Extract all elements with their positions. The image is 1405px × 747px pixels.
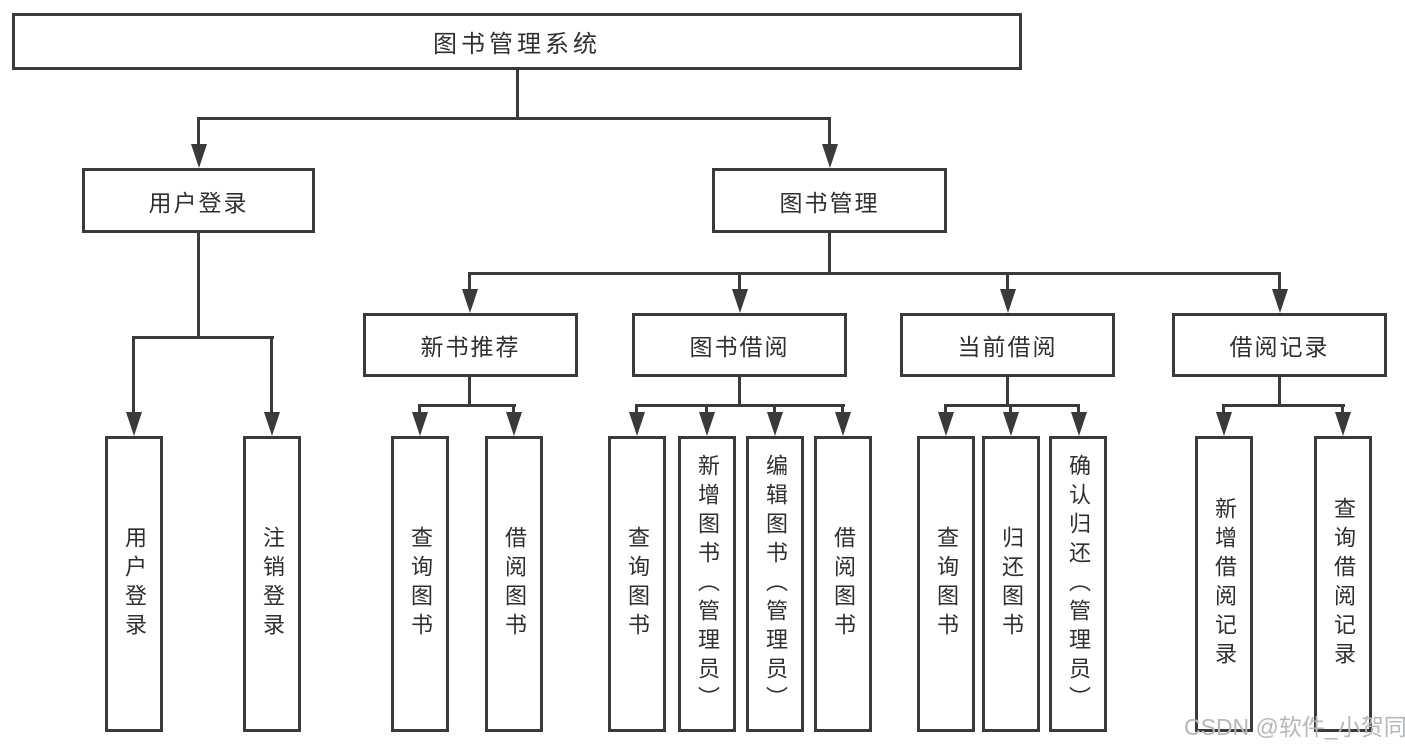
connector-drop	[773, 404, 776, 414]
connector-drop	[841, 404, 844, 414]
leaf-return-book: 归还图书	[982, 436, 1040, 732]
node-system-root: 图书管理系统	[12, 13, 1022, 70]
connector-rail	[132, 336, 274, 339]
connector-arrowhead	[1216, 412, 1232, 436]
connector-drop	[418, 404, 421, 414]
node-book-borrowing: 图书借阅	[632, 313, 847, 377]
connector-drop	[705, 404, 708, 414]
leaf-query-books-current: 查询图书	[917, 436, 975, 732]
leaf-query-borrow-record: 查询借阅记录	[1314, 436, 1372, 732]
connector-arrowhead	[412, 412, 428, 436]
connector-stem	[468, 377, 471, 407]
node-current-borrowing: 当前借阅	[900, 313, 1115, 377]
connector-drop	[1222, 404, 1225, 414]
leaf-user-login: 用户登录	[105, 436, 163, 732]
connector-drop	[1006, 272, 1009, 290]
connector-rail	[468, 272, 1280, 275]
leaf-edit-book-admin: 编辑图书（管理员）	[746, 436, 804, 732]
connector-arrowhead	[835, 412, 851, 436]
node-new-book-recommend: 新书推荐	[363, 313, 578, 377]
connector-arrowhead	[767, 412, 783, 436]
connector-arrowhead	[191, 144, 207, 168]
connector-arrowhead	[1071, 412, 1087, 436]
node-book-management: 图书管理	[712, 168, 947, 233]
leaf-borrow-books-recommend: 借阅图书	[485, 436, 543, 732]
connector-drop	[1341, 404, 1344, 414]
connector-rail	[944, 404, 1080, 407]
connector-drop	[1077, 404, 1080, 414]
connector-arrowhead	[732, 289, 748, 313]
connector-arrowhead	[699, 412, 715, 436]
watermark: CSDN @软件_小贺同学	[1184, 714, 1405, 740]
connector-drop	[944, 404, 947, 414]
node-user-login: 用户登录	[82, 168, 315, 233]
connector-arrowhead	[462, 289, 478, 313]
connector-arrowhead	[264, 412, 280, 436]
connector-arrowhead	[822, 144, 838, 168]
connector-stem	[738, 377, 741, 407]
leaf-add-borrow-record: 新增借阅记录	[1195, 436, 1253, 732]
connector-arrowhead	[629, 412, 645, 436]
connector-arrowhead	[1272, 289, 1288, 313]
connector-arrowhead	[506, 412, 522, 436]
connector-drop	[270, 336, 273, 413]
leaf-logout: 注销登录	[243, 436, 301, 732]
connector-stem	[1006, 377, 1009, 407]
connector-arrowhead	[1335, 412, 1351, 436]
leaf-confirm-return-admin: 确认归还（管理员）	[1049, 436, 1107, 732]
connector-arrowhead	[938, 412, 954, 436]
connector-drop	[197, 117, 200, 146]
connector-drop	[828, 117, 831, 146]
connector-rail	[635, 404, 845, 407]
connector-rail	[1222, 404, 1345, 407]
connector-arrowhead	[1003, 412, 1019, 436]
connector-drop	[1278, 272, 1281, 290]
connector-drop	[1009, 404, 1012, 414]
leaf-add-book-admin: 新增图书（管理员）	[678, 436, 736, 732]
leaf-borrow-books-borrowing: 借阅图书	[814, 436, 872, 732]
connector-drop	[468, 272, 471, 290]
connector-rail	[418, 404, 516, 407]
leaf-query-books-recommend: 查询图书	[391, 436, 449, 732]
connector-drop	[738, 272, 741, 290]
connector-stem	[828, 233, 831, 275]
connector-stem	[197, 233, 200, 339]
connector-stem	[516, 68, 519, 119]
connector-arrowhead	[1000, 289, 1016, 313]
connector-drop	[132, 336, 135, 413]
connector-drop	[512, 404, 515, 414]
connector-arrowhead	[126, 412, 142, 436]
connector-rail	[197, 117, 831, 120]
leaf-query-books-borrowing: 查询图书	[608, 436, 666, 732]
node-borrowing-records: 借阅记录	[1172, 313, 1387, 377]
connector-stem	[1278, 377, 1281, 407]
connector-drop	[635, 404, 638, 414]
